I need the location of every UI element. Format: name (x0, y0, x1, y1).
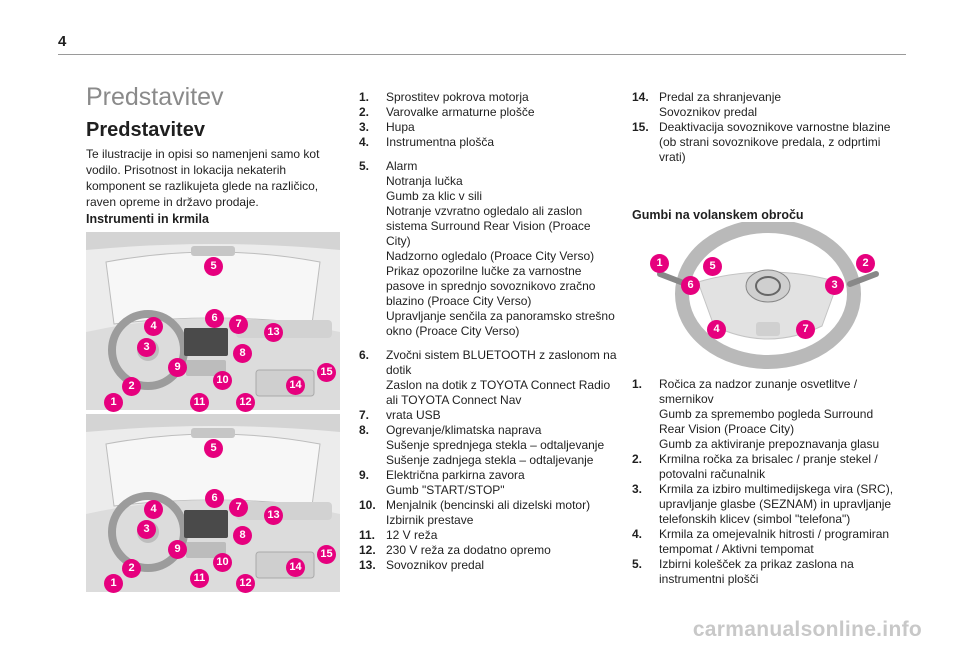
callout-badge: 6 (205, 309, 224, 328)
page-number: 4 (58, 33, 67, 50)
callout-badge: 13 (264, 506, 283, 525)
list-item: 1. Ročica za nadzor zunanje osvetlitve /… (632, 377, 880, 451)
callout-badge: 6 (205, 489, 224, 508)
steering-controls-list: 1. Ročica za nadzor zunanje osvetlitve /… (632, 377, 898, 587)
list-item: 14. Predal za shranjevanje Sovoznikov pr… (632, 90, 782, 119)
steering-wheel-illustration (646, 222, 886, 374)
callout-badge: 2 (122, 559, 141, 578)
footer-watermark[interactable]: carmanualsonline.info (692, 618, 922, 641)
callout-badge: 12 (236, 574, 255, 593)
list-item: 11.12 V reža (359, 528, 438, 542)
callout-badge: 7 (229, 498, 248, 517)
callout-badge: 14 (286, 376, 305, 395)
callout-badge: 3 (825, 276, 844, 295)
chapter-title: Predstavitev (86, 83, 224, 111)
callout-badge: 8 (233, 344, 252, 363)
callout-badge: 11 (190, 393, 209, 412)
callout-badge: 13 (264, 323, 283, 342)
list-item: 3.Krmila za izbiro multimedijskega vira … (632, 482, 894, 526)
list-item: 2.Krmilna ročka za brisalec / pranje ste… (632, 452, 878, 481)
list-item: 8. Ogrevanje/klimatska naprava Sušenje s… (359, 423, 605, 467)
list-item: 1.Sprostitev pokrova motorja (359, 90, 529, 104)
callout-badge: 11 (190, 569, 209, 588)
list-item: 10. Menjalnik (bencinski ali dizelski mo… (359, 498, 591, 527)
callout-badge: 5 (204, 257, 223, 276)
callout-badge: 5 (204, 439, 223, 458)
callout-badge: 10 (213, 371, 232, 390)
callout-badge: 9 (168, 540, 187, 559)
intro-text: Te ilustracije in opisi so namenjeni sam… (86, 147, 320, 209)
list-item: 7.vrata USB (359, 408, 441, 422)
callout-badge: 2 (122, 377, 141, 396)
callout-badge: 3 (137, 520, 156, 539)
callout-badge: 4 (707, 320, 726, 339)
list-item: 2.Varovalke armaturne plošče (359, 105, 535, 119)
callout-badge: 6 (681, 276, 700, 295)
storage-list: 14. Predal za shranjevanje Sovoznikov pr… (632, 90, 894, 165)
steering-title: Gumbi na volanskem obroču (632, 208, 804, 222)
callout-badge: 12 (236, 393, 255, 412)
instruments-list: 1.Sprostitev pokrova motorja 2.Varovalke… (359, 90, 617, 573)
list-item: 15.Deaktivacija sovoznikove varnostne bl… (632, 120, 891, 164)
list-item: 4.Krmila za omejevalnik hitrosti / progr… (632, 527, 890, 556)
callout-badge: 5 (703, 257, 722, 276)
list-item: 13.Sovoznikov predal (359, 558, 485, 572)
callout-badge: 1 (104, 574, 123, 593)
callout-badge: 3 (137, 338, 156, 357)
callout-badge: 4 (144, 317, 163, 336)
list-item: 3.Hupa (359, 120, 415, 134)
callout-badge: 14 (286, 558, 305, 577)
callout-badge: 1 (104, 393, 123, 412)
list-item: 5.Izbirni kolešček za prikaz zaslona na … (632, 557, 854, 586)
callout-badge: 15 (317, 545, 336, 564)
list-item: 4.Instrumentna plošča (359, 135, 495, 149)
list-item: 12.230 V reža za dodatno opremo (359, 543, 551, 557)
instruments-title: Instrumenti in krmila (86, 212, 209, 226)
header-divider (58, 54, 906, 55)
list-item: 6. Zvočni sistem BLUETOOTH z zaslonom na… (359, 348, 617, 407)
section-title: Predstavitev (86, 119, 205, 141)
callout-badge: 1 (650, 254, 669, 273)
list-item: 9. Električna parkirna zavora Gumb "STAR… (359, 468, 525, 497)
callout-badge: 8 (233, 526, 252, 545)
list-item: 5. Alarm Notranja lučka Gumb za klic v s… (359, 159, 615, 338)
callout-badge: 2 (856, 254, 875, 273)
callout-badge: 7 (796, 320, 815, 339)
callout-badge: 15 (317, 363, 336, 382)
callout-badge: 9 (168, 358, 187, 377)
callout-badge: 4 (144, 500, 163, 519)
callout-badge: 10 (213, 553, 232, 572)
callout-badge: 7 (229, 315, 248, 334)
